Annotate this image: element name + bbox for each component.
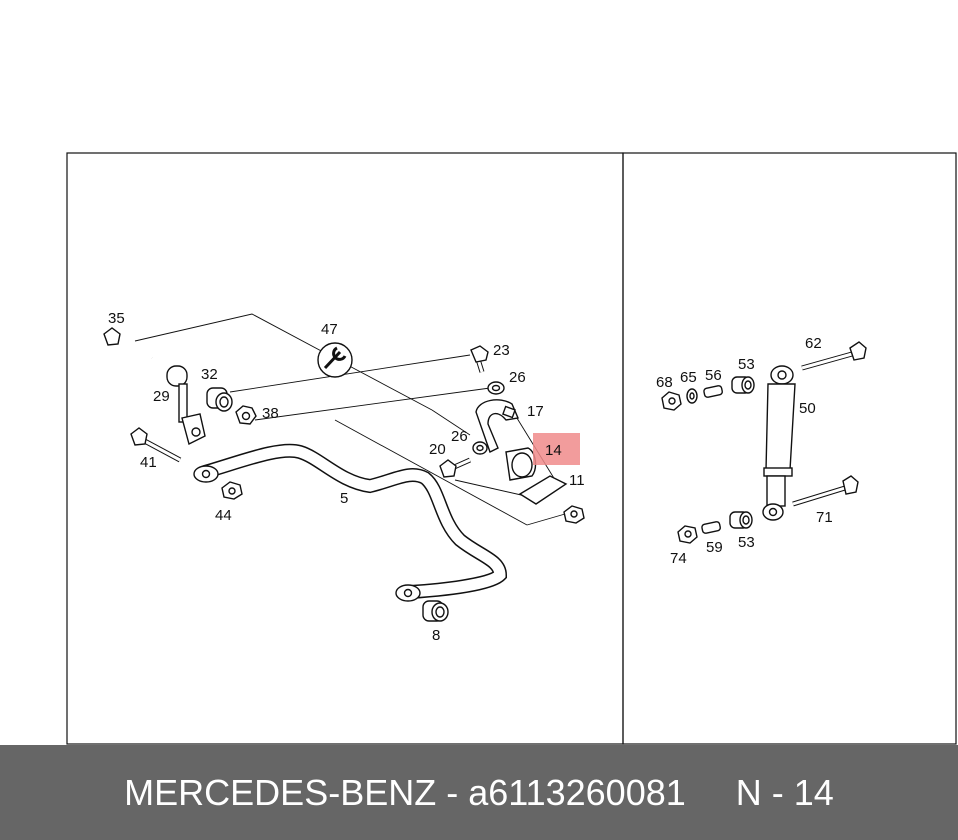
label-71: 71 [816,509,833,526]
label-5: 5 [340,490,348,507]
label-26-lower: 26 [451,428,468,445]
bushing-32 [206,387,233,412]
nut-74 [677,525,698,544]
footer-bar: MERCEDES-BENZ - a6113260081 N - 14 [0,745,958,840]
nut-plate [563,505,585,524]
label-26-top: 26 [509,369,526,386]
plate-11 [518,475,568,505]
diagram-position: N - 14 [735,771,834,813]
label-62: 62 [805,335,822,352]
label-35: 35 [108,310,125,327]
sleeve-59 [701,521,721,534]
washer-26-lower [472,441,488,455]
nut-44 [221,481,243,500]
label-44: 44 [215,507,232,524]
label-20: 20 [429,441,446,458]
bushing-53-top [731,376,755,394]
right-panel-frame [622,152,957,745]
sleeve-56 [703,385,723,398]
washer-26-top [487,381,505,395]
clamp-bracket-17 [475,399,519,453]
stabilizer-bar-5 [193,443,508,602]
bolt-62 [801,341,867,371]
bolt-23 [470,345,489,373]
label-17: 17 [527,403,544,420]
label-65: 65 [680,369,697,386]
parts-diagram: 35 47 23 26 32 29 38 17 26 20 14 11 41 4… [66,152,957,745]
bushing-8 [422,600,449,622]
part-number: a6113260081 [468,771,686,813]
wrench-icon [317,342,353,378]
label-14: 14 [545,442,562,459]
bushing-53-bottom [729,511,753,529]
label-47: 47 [321,321,338,338]
label-29: 29 [153,388,170,405]
rubber-mount-14 [505,447,537,481]
left-labels: 35 47 23 26 32 29 38 17 26 20 14 11 41 4… [108,310,585,644]
highlight-box-14 [533,433,580,465]
label-41: 41 [140,454,157,471]
separator: - [436,771,469,813]
label-23: 23 [493,342,510,359]
label-59: 59 [706,539,723,556]
link-rod-29 [166,365,206,446]
label-56: 56 [705,367,722,384]
bolt-71 [792,475,859,507]
brand-name: MERCEDES-BENZ [124,771,437,813]
right-labels: 62 68 65 56 53 50 71 74 59 53 [656,335,833,567]
nut-38 [235,405,257,425]
label-32: 32 [201,366,218,383]
washer-65 [686,388,698,404]
bolt-20 [439,457,472,478]
label-53-top: 53 [738,356,755,373]
nut-68 [661,391,682,411]
label-68: 68 [656,374,673,391]
bolt-35 [103,327,153,360]
label-53-bottom: 53 [738,534,755,551]
label-11: 11 [569,472,585,489]
bolt-41 [130,427,182,463]
shock-absorber-50 [762,365,796,521]
label-8: 8 [432,627,440,644]
label-74: 74 [670,550,687,567]
label-50: 50 [799,400,816,417]
label-38: 38 [262,405,279,422]
